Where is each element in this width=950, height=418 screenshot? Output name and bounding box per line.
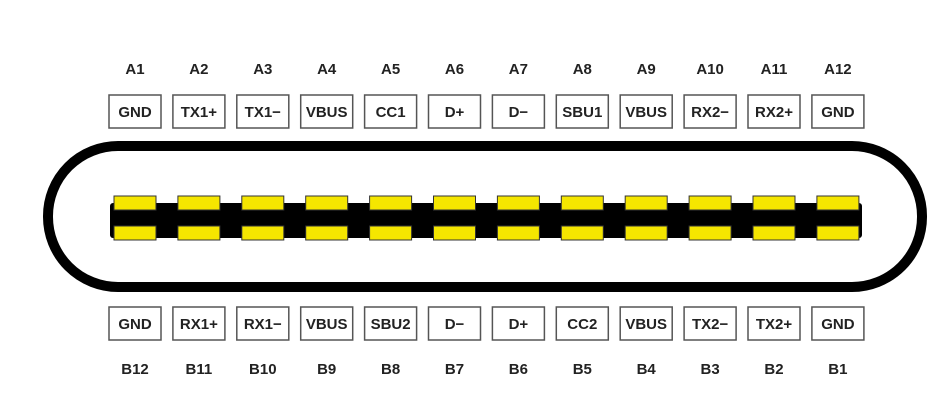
pin-label-a: A11 [761,61,788,78]
signal-label-a: VBUS [625,104,667,121]
signal-label-b: VBUS [625,316,667,333]
signal-box-b [363,306,418,341]
signal-box-b [108,306,162,341]
contact-pad-b [688,225,732,241]
contact-pad-a [752,195,796,211]
contact-pad-b [305,225,349,241]
contact-pad-b [816,225,860,241]
signal-box-a [683,94,737,129]
signal-box-a [427,94,482,129]
contact-pad-a [624,195,668,211]
contact-pad-b [433,225,476,241]
contact-pad-a [241,195,285,211]
signal-label-b: CC2 [567,316,597,333]
signal-label-a: TX1+ [181,104,218,121]
signal-box-b [236,306,290,341]
pin-label-b: B5 [573,361,592,378]
contact-pad-b [496,225,540,241]
contact-pad-a [560,195,604,211]
pin-label-a: A2 [189,61,208,78]
signal-label-a: SBU1 [562,104,602,121]
signal-label-a: VBUS [306,104,348,121]
signal-box-b [299,306,354,341]
pin-label-a: A12 [824,61,852,78]
signal-label-b: RX1− [244,316,282,333]
pin-label-a: A10 [696,61,724,78]
signal-label-a: TX1− [245,104,282,121]
contact-pad-a [688,195,732,211]
signal-box-a [747,94,801,129]
pin-label-b: B1 [828,361,847,378]
signal-box-a [363,94,418,129]
signal-label-b: TX2− [692,316,729,333]
pin-label-b: B4 [637,361,657,378]
connector-outline [43,141,927,292]
signal-box-a [555,94,610,129]
signal-box-b [427,306,482,341]
connector-tongue [110,203,862,238]
pin-label-a: A1 [125,61,144,78]
contact-pad-b [177,225,221,241]
signal-box-b [811,306,865,341]
signal-box-b [619,306,673,341]
signal-box-b [491,306,546,341]
pin-label-b: B12 [121,361,149,378]
contact-pad-b [752,225,796,241]
signal-label-a: CC1 [376,104,406,121]
pin-label-a: A7 [509,61,528,78]
signal-label-a: D− [509,104,529,121]
contact-pad-b [369,225,413,241]
pin-label-a: A6 [445,61,464,78]
pin-label-b: B8 [381,361,400,378]
pin-label-a: A8 [573,61,592,78]
signal-label-b: GND [821,316,855,333]
signal-label-b: VBUS [306,316,348,333]
signal-label-a: RX2+ [755,104,793,121]
pin-label-b: B6 [509,361,528,378]
signal-box-a [236,94,290,129]
pin-label-b: B3 [701,361,720,378]
pin-label-a: A9 [637,61,656,78]
signal-box-b [555,306,610,341]
pin-label-a: A3 [253,61,272,78]
signal-box-a [108,94,162,129]
pin-label-b: B11 [186,361,213,378]
signal-label-b: TX2+ [756,316,793,333]
contact-pad-a [433,195,476,211]
contact-pad-b [241,225,285,241]
signal-box-a [491,94,546,129]
signal-box-a [172,94,226,129]
signal-label-b: SBU2 [371,316,411,333]
contact-pad-a [496,195,540,211]
signal-label-a: D+ [445,104,465,121]
contact-pad-a [177,195,221,211]
contact-pad-b [560,225,604,241]
signal-box-b [683,306,737,341]
pin-label-b: B2 [764,361,783,378]
signal-box-a [299,94,354,129]
pin-label-a: A5 [381,61,400,78]
contact-pad-a [305,195,349,211]
signal-box-a [619,94,673,129]
contact-pad-a [816,195,860,211]
pin-label-b: B7 [445,361,464,378]
signal-box-a [811,94,865,129]
signal-label-a: GND [118,104,152,121]
signal-label-b: D− [445,316,465,333]
signal-box-b [747,306,801,341]
signal-label-b: RX1+ [180,316,218,333]
pin-label-a: A4 [317,61,337,78]
signal-label-a: GND [821,104,855,121]
contact-pad-a [113,195,157,211]
pin-label-b: B10 [249,361,277,378]
signal-label-b: D+ [509,316,529,333]
signal-label-b: GND [118,316,152,333]
signal-box-b [172,306,226,341]
contact-pad-a [369,195,413,211]
contact-pad-b [624,225,668,241]
pin-label-b: B9 [317,361,336,378]
signal-label-a: RX2− [691,104,729,121]
contact-pad-b [113,225,157,241]
